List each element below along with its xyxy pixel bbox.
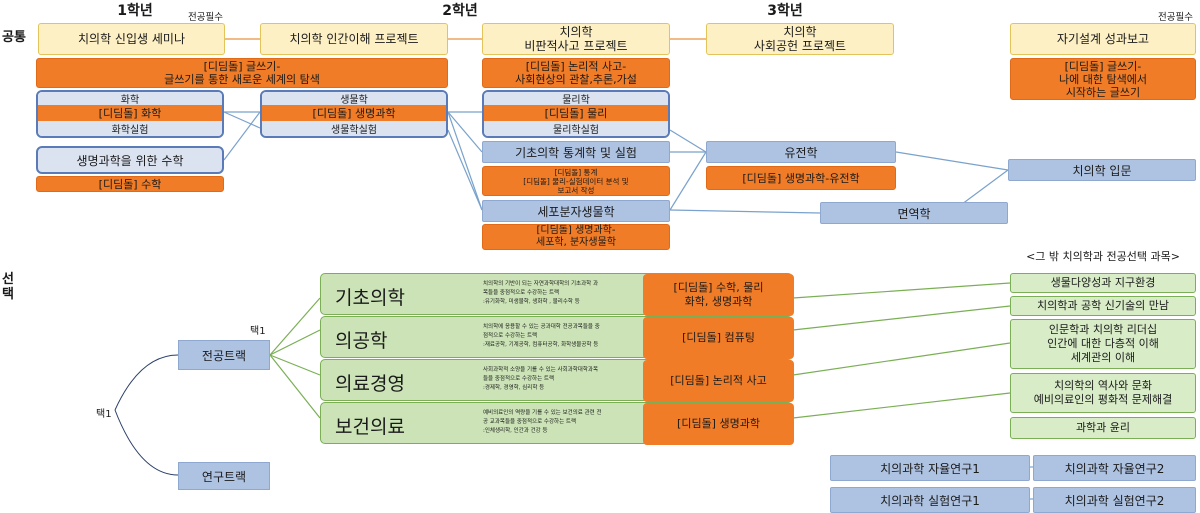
- didim-life-science: [디딤돌] 생명과학: [262, 105, 446, 121]
- track-name: 의공학: [335, 330, 388, 352]
- track-description: 사회과학적 소양을 기를 수 있는 사회과학대학과목 들을 중점적으로 수강하는…: [483, 367, 599, 391]
- elective-humanities-leadership[interactable]: 인문학과 치의학 리더십 인간에 대한 다층적 이해 세계관의 이해: [1010, 319, 1196, 369]
- course-human-understanding-project[interactable]: 치의학 인간이해 프로젝트: [260, 23, 448, 55]
- elective-science-ethics[interactable]: 과학과 윤리: [1010, 417, 1196, 439]
- course-freshman-seminar[interactable]: 치의학 신입생 세미나: [38, 23, 225, 55]
- research-autonomous-1[interactable]: 치의과학 자율연구1: [830, 455, 1030, 481]
- required-tag: 전공필수: [188, 12, 223, 23]
- elective-biodiversity[interactable]: 생물다양성과 지구환경: [1010, 273, 1196, 293]
- choose-one-label: 택1: [250, 326, 266, 337]
- didim-chemistry: [디딤돌] 화학: [38, 105, 222, 121]
- didim-math[interactable]: [디딤돌] 수학: [36, 176, 224, 192]
- track-description: 치의학의 기반이 되는 자연과학대학의 기초과학 과 목들을 중점적으로 수강하…: [483, 281, 599, 305]
- required-tag: 전공필수: [1158, 12, 1193, 23]
- didim-writing-self-exploration[interactable]: [디딤돌] 글쓰기- 나에 대한 탐색에서 시작하는 글쓰기: [1010, 58, 1196, 100]
- course-critical-thinking-project[interactable]: 치의학 비판적사고 프로젝트: [482, 23, 670, 55]
- track-didim: [디딤돌] 생명과학: [643, 403, 794, 445]
- research-experimental-2[interactable]: 치의과학 실험연구2: [1033, 487, 1196, 513]
- course-social-contribution-project[interactable]: 치의학 사회공헌 프로젝트: [706, 23, 894, 55]
- course-immunology[interactable]: 면역학: [820, 202, 1008, 224]
- track-didim: [디딤돌] 논리적 사고: [643, 360, 794, 402]
- course-math-for-life-science[interactable]: 생명과학을 위한 수학: [36, 146, 224, 174]
- track-public-health[interactable]: 보건의료 예비의료인의 역량을 기를 수 있는 보건의료 관련 전 공 교과목들…: [320, 402, 794, 445]
- side-label-common: 공통: [2, 30, 26, 45]
- track-didim: [디딤돌] 수학, 물리 화학, 생명과학: [643, 274, 794, 316]
- track-didim: [디딤돌] 컴퓨팅: [643, 317, 794, 359]
- track-description: 예비의료인의 역량을 기를 수 있는 보건의료 관련 전 공 교과목들을 중점적…: [483, 410, 602, 434]
- physics-lab: 물리학실험: [484, 121, 668, 136]
- side-label-elective: 선 택: [2, 272, 14, 302]
- group-biology[interactable]: 생물학 [디딤돌] 생명과학 생물학실험: [260, 90, 448, 138]
- didim-logical-thinking[interactable]: [디딤돌] 논리적 사고- 사회현상의 관찰,추론,가설: [482, 58, 670, 88]
- didim-statistics-physics[interactable]: [디딤돌] 통계 [디딤돌] 물리-실험데이터 분석 및 보고서 작성: [482, 166, 670, 196]
- course-genetics[interactable]: 유전학: [706, 141, 896, 163]
- track-name: 보건의료: [335, 416, 405, 438]
- track-biomedical-engineering[interactable]: 의공학 치의학에 응용할 수 있는 공과대학 전공과목들을 중 점적으로 수강하…: [320, 316, 794, 359]
- didim-writing-new-world[interactable]: [디딤돌] 글쓰기- 글쓰기를 통한 새로운 세계의 탐색: [36, 58, 448, 88]
- track-name: 기초의학: [335, 287, 405, 309]
- year-1-header: 1학년: [117, 3, 153, 19]
- physics-title: 물리학: [484, 92, 668, 106]
- course-intro-dentistry[interactable]: 치의학 입문: [1008, 159, 1196, 181]
- elective-history-culture[interactable]: 치의학의 역사와 문화 예비의료인의 평화적 문제해결: [1010, 373, 1196, 413]
- year-2-header: 2학년: [442, 3, 478, 19]
- course-self-design-report[interactable]: 자기설계 성과보고: [1010, 23, 1196, 55]
- research-experimental-1[interactable]: 치의과학 실험연구1: [830, 487, 1030, 513]
- course-basic-medical-statistics[interactable]: 기초의학 통계학 및 실험: [482, 141, 670, 163]
- research-autonomous-2[interactable]: 치의과학 자율연구2: [1033, 455, 1196, 481]
- track-description: 치의학에 응용할 수 있는 공과대학 전공과목들을 중 점적으로 수강하는 트랙…: [483, 324, 600, 348]
- didim-physics: [디딤돌] 물리: [484, 105, 668, 121]
- track-name: 의료경영: [335, 373, 405, 395]
- track-healthcare-management[interactable]: 의료경영 사회과학적 소양을 기를 수 있는 사회과학대학과목 들을 중점적으로…: [320, 359, 794, 402]
- elective-dentistry-engineering[interactable]: 치의학과 공학 신기술의 만남: [1010, 296, 1196, 316]
- research-track-box[interactable]: 연구트랙: [178, 462, 270, 490]
- didim-genetics[interactable]: [디딤돌] 생명과학-유전학: [706, 166, 896, 190]
- major-track-box[interactable]: 전공트랙: [178, 340, 270, 370]
- chemistry-title: 화학: [38, 92, 222, 106]
- course-cell-molecular-biology[interactable]: 세포분자생물학: [482, 200, 670, 222]
- group-chemistry[interactable]: 화학 [디딤돌] 화학 화학실험: [36, 90, 224, 138]
- biology-lab: 생물학실험: [262, 121, 446, 136]
- track-basic-medicine[interactable]: 기초의학 치의학의 기반이 되는 자연과학대학의 기초과학 과 목들을 중점적으…: [320, 273, 794, 316]
- electives-title: <그 밖 치의학과 전공선택 과목>: [1026, 250, 1180, 263]
- group-physics[interactable]: 물리학 [디딤돌] 물리 물리학실험: [482, 90, 670, 138]
- choose-one-label: 택1: [96, 409, 112, 420]
- year-3-header: 3학년: [767, 3, 803, 19]
- didim-cell-molecular[interactable]: [디딤돌] 생명과학- 세포학, 분자생물학: [482, 224, 670, 250]
- biology-title: 생물학: [262, 92, 446, 106]
- chemistry-lab: 화학실험: [38, 121, 222, 136]
